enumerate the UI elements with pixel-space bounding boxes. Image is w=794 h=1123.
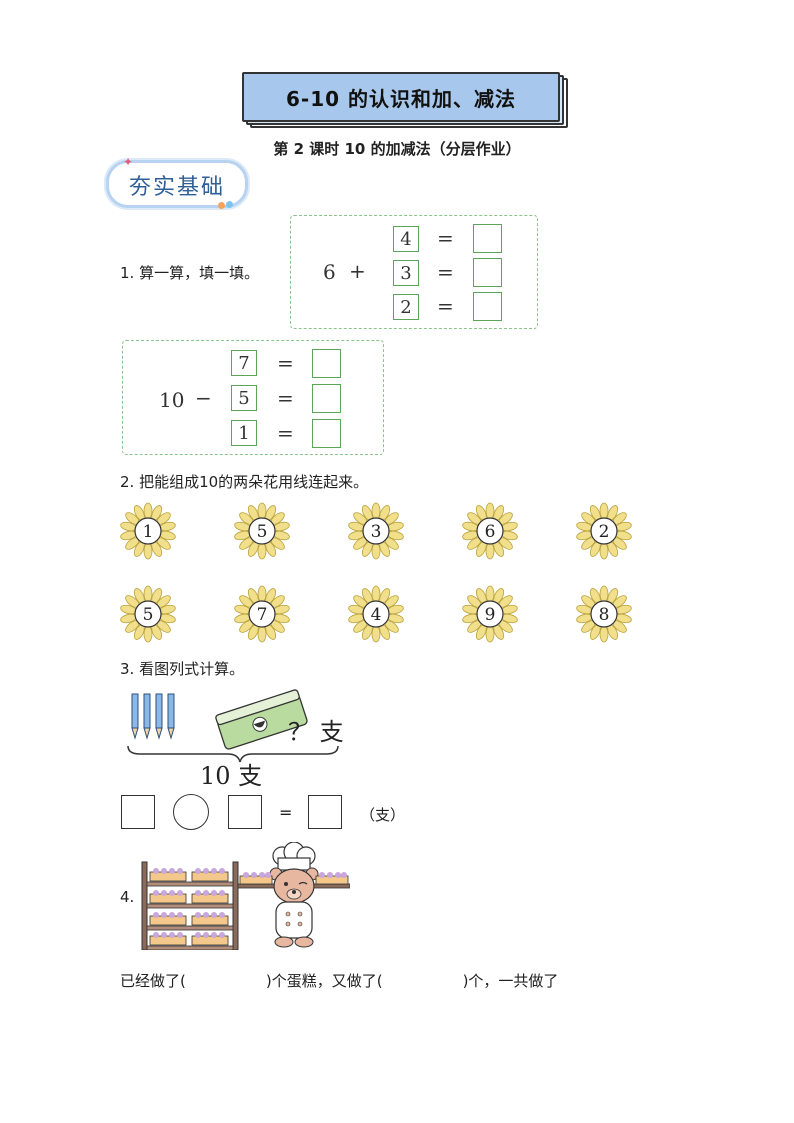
pencil-case-icon: [215, 689, 308, 750]
q1-start-number: 10: [159, 388, 185, 412]
result-answer-box[interactable]: [308, 795, 342, 829]
total-count-label: 10 支: [200, 762, 263, 790]
flower-center: [248, 600, 276, 628]
petals-icon: [348, 585, 404, 643]
flower-center: [134, 600, 162, 628]
minus-sign: −: [195, 386, 212, 410]
q1-box-addition: 6 + 4 3 2 = = =: [290, 215, 538, 329]
flower[interactable]: 9: [461, 585, 519, 643]
answer-box[interactable]: [473, 224, 502, 253]
petals-icon: [120, 502, 176, 560]
equals-sign: =: [277, 421, 294, 445]
addend-box: 4: [393, 226, 419, 252]
flower-center: [362, 517, 390, 545]
q4-text-part2: )个蛋糕，又做了(: [265, 972, 383, 990]
flower-center: [362, 600, 390, 628]
section-badge-label: 夯实基础: [128, 175, 225, 200]
subtrahend-box: 5: [231, 385, 257, 411]
flower-number: 9: [485, 605, 496, 625]
chef-hat-icon: [272, 842, 316, 871]
q1-prompt: 1. 算一算，填一填。: [120, 264, 260, 282]
flower-center: [590, 517, 618, 545]
cake-tray-icon: [238, 872, 350, 889]
flower[interactable]: 3: [347, 502, 405, 560]
bear-icon: [269, 867, 319, 948]
flower[interactable]: 2: [575, 502, 633, 560]
q1-start-number: 6: [323, 260, 336, 284]
flower[interactable]: 1: [119, 502, 177, 560]
section-badge: ✦ 夯实基础: [106, 155, 248, 209]
number-answer-box[interactable]: [228, 795, 262, 829]
flower-number: 8: [599, 605, 610, 625]
flower-number: 4: [371, 605, 382, 625]
title-banner: 6-10 的认识和加、减法: [242, 72, 568, 128]
addend-box: 3: [393, 260, 419, 286]
equals-sign: =: [437, 260, 454, 284]
dot-icon: [226, 201, 233, 208]
unit-label: （支）: [360, 806, 406, 824]
flower-number: 2: [599, 522, 610, 542]
q2-prompt: 2. 把能组成10的两朵花用线连起来。: [120, 473, 369, 491]
equals-sign: =: [277, 351, 294, 375]
q4-sentence: 已经做了( )个蛋糕，又做了( )个，一共做了: [120, 970, 720, 991]
petals-icon: [462, 585, 518, 643]
flower[interactable]: 5: [119, 585, 177, 643]
pencil-icon: [131, 693, 175, 740]
flower-center: [476, 600, 504, 628]
equals-sign: =: [437, 294, 454, 318]
cake-shelf-picture: [141, 861, 239, 950]
petals-icon: [348, 502, 404, 560]
petals-icon: [234, 585, 290, 643]
q3-prompt: 3. 看图列式计算。: [120, 660, 245, 678]
question-count-label: ？ 支: [288, 718, 344, 746]
flower-center: [590, 600, 618, 628]
q1-box-subtraction: 10 − 7 5 1 = = =: [122, 340, 384, 455]
q4-text-part1: 已经做了(: [120, 972, 186, 990]
answer-box[interactable]: [312, 349, 341, 378]
cake-icon: [149, 871, 229, 946]
flower-number: 1: [143, 522, 154, 542]
bear-chef-picture: [238, 842, 350, 948]
flower[interactable]: 8: [575, 585, 633, 643]
plus-sign: +: [349, 259, 366, 283]
equals-sign: =: [277, 386, 294, 410]
pencil-case-picture: [127, 689, 339, 763]
q4-number: 4.: [120, 888, 135, 906]
star-icon: ✦: [123, 155, 134, 169]
q4-text-part3: )个，一共做了: [462, 972, 559, 990]
subtrahend-box: 1: [231, 420, 257, 446]
answer-box[interactable]: [312, 384, 341, 413]
flower-number: 5: [257, 522, 268, 542]
flower[interactable]: 6: [461, 502, 519, 560]
flower-center: [476, 517, 504, 545]
equals-sign: =: [279, 803, 293, 822]
number-answer-box[interactable]: [121, 795, 155, 829]
flower[interactable]: 7: [233, 585, 291, 643]
flower-number: 6: [485, 522, 496, 542]
equals-sign: =: [437, 226, 454, 250]
flower-center: [134, 517, 162, 545]
page-title: 6-10 的认识和加、减法: [242, 72, 560, 122]
addend-box: 2: [393, 294, 419, 320]
flower[interactable]: 4: [347, 585, 405, 643]
flower-number: 7: [257, 605, 268, 625]
operator-answer-circle[interactable]: [173, 794, 209, 830]
flower-number: 3: [371, 522, 382, 542]
answer-box[interactable]: [312, 419, 341, 448]
lesson-subtitle: 第 2 课时 10 的加减法（分层作业）: [273, 140, 521, 158]
dot-icon: [218, 202, 225, 209]
answer-box[interactable]: [473, 292, 502, 321]
flower-number: 5: [143, 605, 154, 625]
subtrahend-box: 7: [231, 350, 257, 376]
petals-icon: [462, 502, 518, 560]
flower[interactable]: 5: [233, 502, 291, 560]
answer-box[interactable]: [473, 258, 502, 287]
flower-center: [248, 517, 276, 545]
